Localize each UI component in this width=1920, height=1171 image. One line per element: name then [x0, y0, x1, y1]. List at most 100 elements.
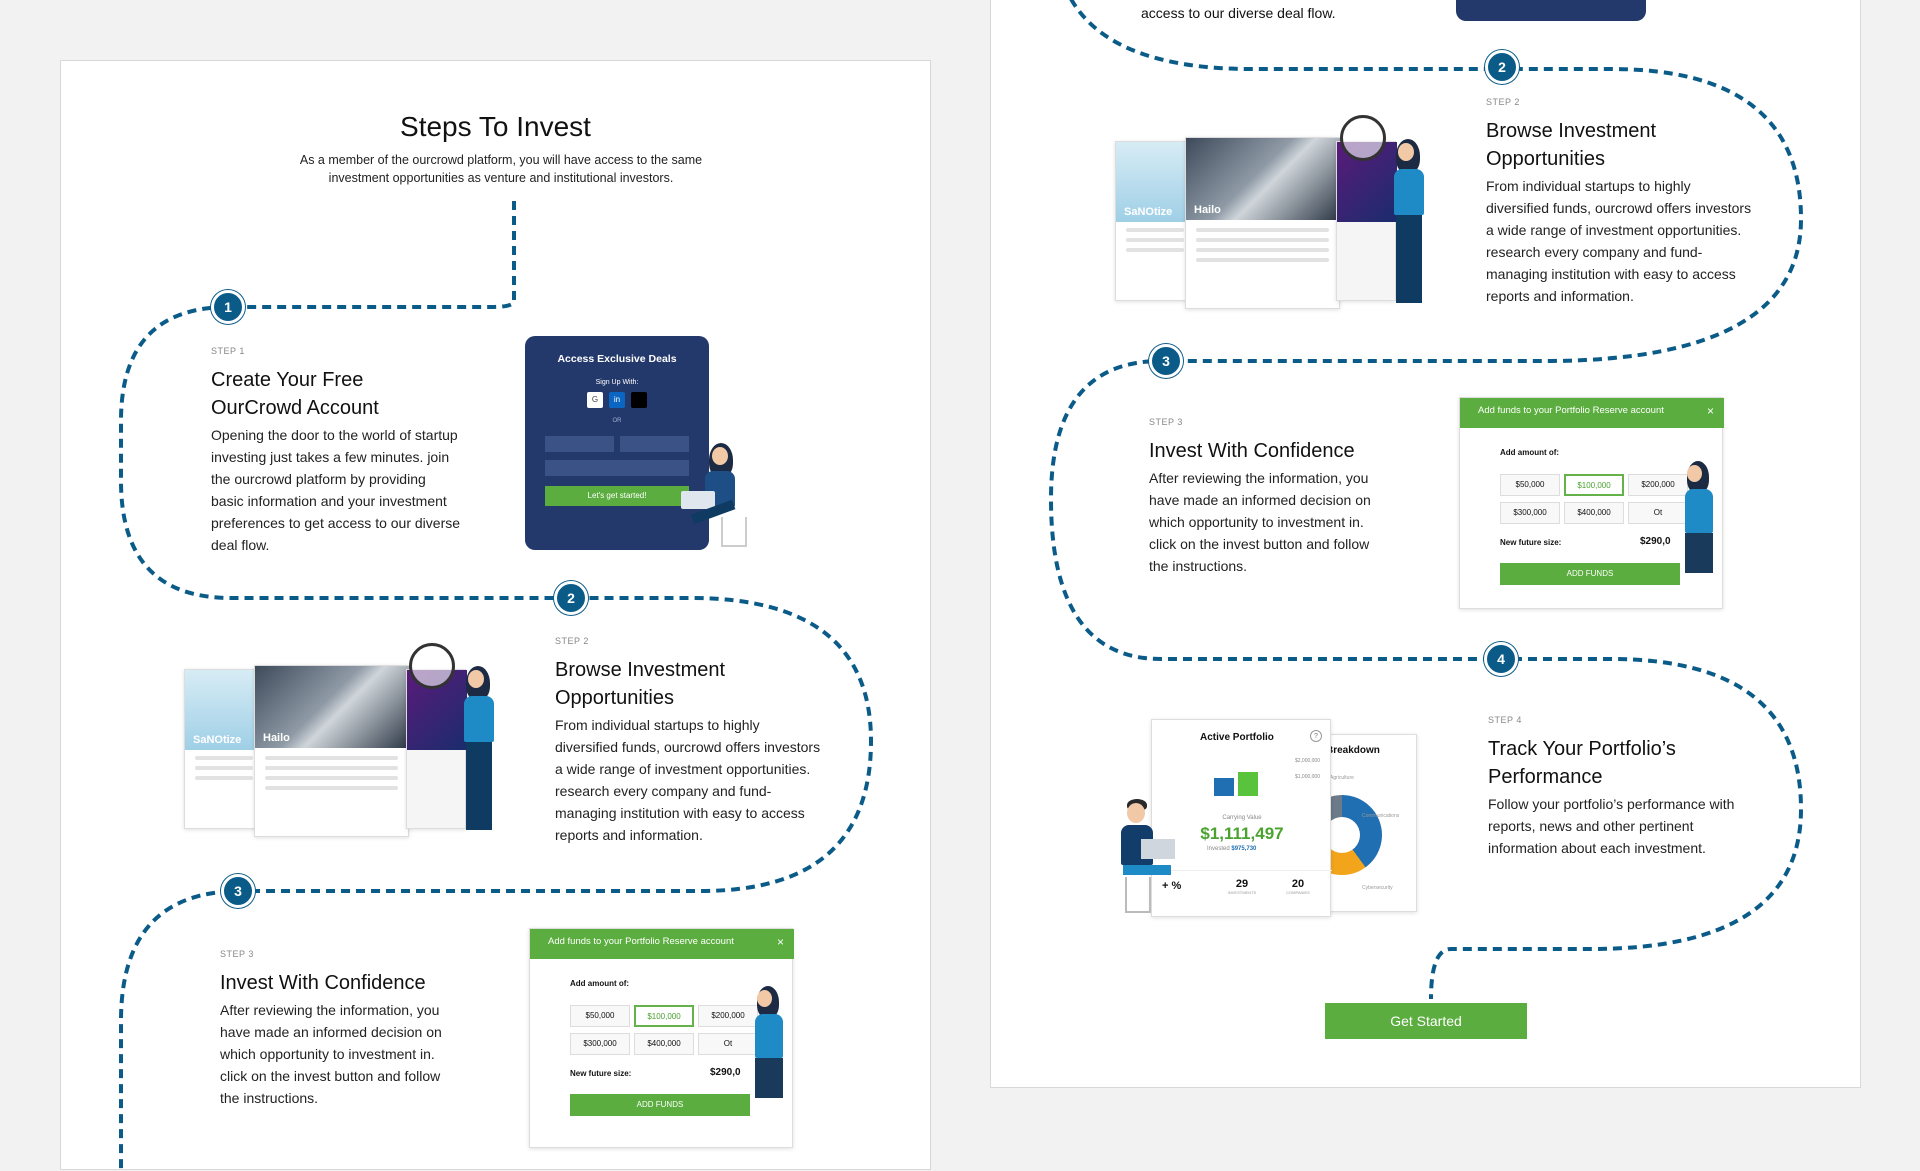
- steps-panel-right: access to our diverse deal flow. 2 STEP …: [990, 0, 1861, 1088]
- step-3-marker: 3: [221, 874, 255, 908]
- step-label: STEP 3: [220, 949, 254, 959]
- woman-pointing-illustration: [741, 986, 801, 1166]
- step-label: STEP 4: [1488, 715, 1522, 725]
- invested-label: Invested: [1207, 846, 1230, 852]
- add-funds-card: Add funds to your Portfolio Reserve acco…: [1459, 397, 1724, 609]
- apple-icon[interactable]: [631, 392, 647, 408]
- amount-option[interactable]: $300,000: [570, 1033, 630, 1055]
- step-body: Follow your portfolio’s performance with…: [1488, 796, 1735, 856]
- step-label: STEP 2: [1486, 97, 1520, 107]
- axis-label: $2,000,000: [1294, 758, 1320, 764]
- amount-option-selected[interactable]: $100,000: [634, 1005, 694, 1027]
- companies-label: COMPANIES: [1286, 890, 1310, 895]
- company-card-third[interactable]: [406, 669, 467, 829]
- amount-option[interactable]: $300,000: [1500, 502, 1560, 524]
- woman-pointing-illustration: [1671, 461, 1731, 641]
- get-started-signup-button[interactable]: Let's get started!: [545, 486, 689, 506]
- pct-stat: + %: [1162, 880, 1182, 892]
- woman-magnifier-illustration: [446, 666, 516, 846]
- signup-heading: Access Exclusive Deals: [557, 353, 677, 365]
- step-title: Invest With Confidence: [1149, 440, 1355, 462]
- step-label: STEP 1: [211, 346, 245, 356]
- investments-count: 29: [1235, 878, 1249, 890]
- amount-option[interactable]: $50,000: [1500, 474, 1560, 496]
- add-funds-button[interactable]: ADD FUNDS: [1500, 563, 1680, 585]
- add-funds-card: Add funds to your Portfolio Reserve acco…: [529, 928, 794, 1148]
- amount-option-selected[interactable]: $100,000: [1564, 474, 1624, 496]
- or-divider: OR: [612, 418, 622, 424]
- signup-with-label: Sign Up With:: [595, 379, 639, 386]
- step-2-marker: 2: [554, 581, 588, 615]
- email-field[interactable]: [545, 460, 689, 476]
- page-title: Steps To Invest: [400, 111, 591, 142]
- company-card-sanotize[interactable]: SaNOtize: [1115, 141, 1196, 301]
- carrying-label: Carrying Value: [1222, 815, 1262, 821]
- add-amount-label: Add amount of:: [1500, 448, 1560, 457]
- magnifier-icon: [1340, 115, 1386, 161]
- close-icon[interactable]: ×: [1706, 404, 1714, 418]
- amount-option[interactable]: $200,000: [1628, 474, 1688, 496]
- google-icon[interactable]: G: [587, 392, 603, 408]
- amount-option[interactable]: Ot: [698, 1033, 758, 1055]
- company-card-hailo[interactable]: Hailo: [1185, 137, 1341, 309]
- step-body: Opening the door to the world of startup…: [211, 427, 461, 553]
- help-icon[interactable]: ?: [1310, 730, 1322, 742]
- segment-label: Agriculture: [1330, 775, 1354, 781]
- step-3: STEP 3 Invest With Confidence After revi…: [1149, 417, 1389, 577]
- company-card-hailo[interactable]: Hailo: [254, 665, 410, 837]
- companies-count: 20: [1291, 878, 1305, 890]
- invested-bar: [1214, 778, 1234, 796]
- step-body: From individual startups to highly diver…: [555, 717, 821, 843]
- step-1-marker: 1: [211, 290, 245, 324]
- future-value: $290,0: [710, 1067, 741, 1078]
- step-body: After reviewing the information, you hav…: [1149, 470, 1371, 574]
- last-name-field[interactable]: [620, 436, 689, 452]
- linkedin-icon[interactable]: in: [609, 392, 625, 408]
- segment-label: Communications: [1362, 813, 1400, 819]
- carrying-bar: [1238, 772, 1258, 796]
- portfolio-title: Active Portfolio: [1200, 732, 1274, 743]
- invested-value: $975,730: [1231, 846, 1257, 852]
- step-body: After reviewing the information, you hav…: [220, 1002, 442, 1106]
- add-amount-label: Add amount of:: [570, 979, 630, 988]
- steps-panel-left: Steps To Invest As a member of the ourcr…: [60, 60, 931, 1171]
- page-subtitle: As a member of the ourcrowd platform, yo…: [299, 153, 703, 185]
- magnifier-icon: [409, 643, 455, 689]
- amount-option[interactable]: $400,000: [634, 1033, 694, 1055]
- signup-card: Access Exclusive Deals Sign Up With: G i…: [525, 336, 709, 550]
- step-3: STEP 3 Invest With Confidence After revi…: [220, 949, 460, 1109]
- add-funds-header: Add funds to your Portfolio Reserve acco…: [1460, 398, 1724, 428]
- step-title: Invest With Confidence: [220, 972, 426, 994]
- step-4-marker: 4: [1484, 642, 1518, 676]
- step-body: From individual startups to highly diver…: [1486, 178, 1752, 304]
- segment-label: Cybersecurity: [1362, 885, 1393, 891]
- breakdown-title: Breakdown: [1326, 745, 1380, 756]
- add-funds-button[interactable]: ADD FUNDS: [570, 1094, 750, 1116]
- close-icon[interactable]: ×: [776, 935, 784, 949]
- step-2-marker: 2: [1485, 50, 1519, 84]
- dashed-path: [119, 201, 874, 1171]
- man-laptop-illustration: [1111, 799, 1191, 939]
- breakdown-card: Breakdown Agriculture Communications Cyb…: [1302, 734, 1417, 912]
- step-label: STEP 3: [1149, 417, 1183, 427]
- step-3-marker: 3: [1149, 344, 1183, 378]
- investments-label: INVESTMENTS: [1227, 890, 1257, 895]
- amount-option[interactable]: $400,000: [1564, 502, 1624, 524]
- future-value: $290,0: [1640, 536, 1671, 547]
- company-card-sanotize[interactable]: SaNOtize: [184, 669, 265, 829]
- get-started-button[interactable]: Get Started: [1325, 1003, 1527, 1039]
- signup-card-fragment: [1456, 0, 1646, 21]
- new-future-label: New future size:: [1500, 538, 1562, 547]
- new-future-label: New future size:: [570, 1069, 632, 1078]
- amount-option[interactable]: $50,000: [570, 1005, 630, 1027]
- first-name-field[interactable]: [545, 436, 614, 452]
- carrying-value: $1,111,497: [1200, 824, 1284, 843]
- add-funds-header: Add funds to your Portfolio Reserve acco…: [530, 929, 794, 959]
